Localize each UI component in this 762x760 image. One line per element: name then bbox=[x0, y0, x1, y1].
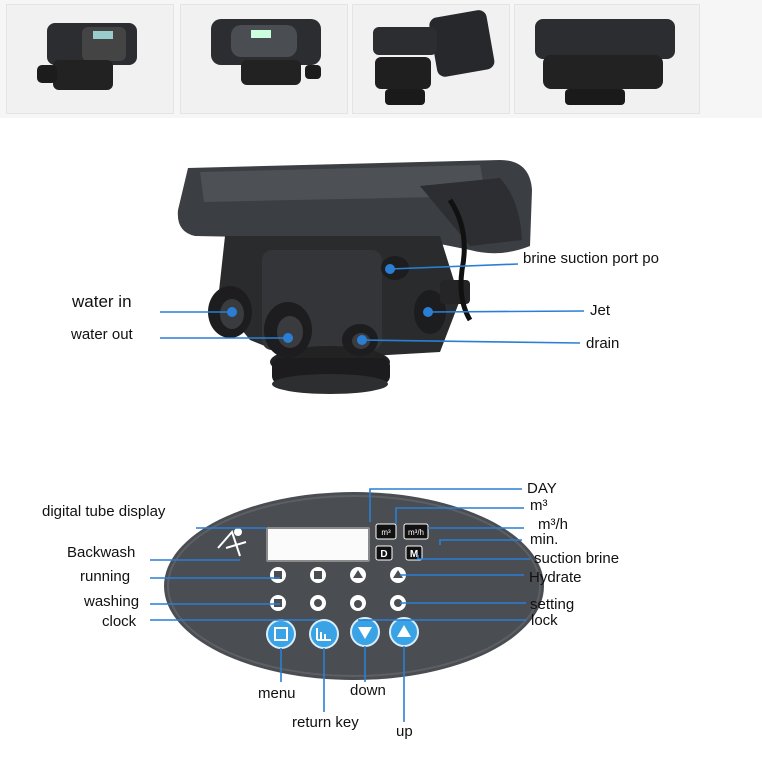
digital-tube-display-label: digital tube display bbox=[42, 503, 166, 520]
return-key-label: return key bbox=[292, 714, 359, 731]
menu-label: menu bbox=[258, 685, 296, 702]
lock-label: lock bbox=[531, 612, 558, 629]
control-panel bbox=[164, 492, 544, 680]
hydrate-label: Hydrate bbox=[529, 569, 582, 586]
min-indicator: M bbox=[410, 549, 418, 560]
washing-label: washing bbox=[84, 593, 140, 610]
up-label: up bbox=[396, 723, 413, 740]
setting-label: setting bbox=[530, 596, 575, 613]
jet-label: Jet bbox=[590, 302, 611, 319]
backwash-label: Backwash bbox=[67, 544, 136, 561]
clock-label: clock bbox=[102, 613, 137, 630]
m3h-indicator: m³/h bbox=[408, 528, 424, 537]
water-in-label: water in bbox=[72, 292, 132, 311]
thumbnail-2[interactable] bbox=[180, 4, 348, 114]
suction-brine-label: suction brine bbox=[534, 550, 620, 567]
thumbnail-1[interactable] bbox=[6, 4, 174, 114]
day-indicator: D bbox=[380, 549, 387, 560]
digital-tube-display bbox=[266, 527, 370, 562]
m3-label: m³ bbox=[530, 497, 548, 514]
day-label: DAY bbox=[527, 480, 557, 497]
water-out-label: water out bbox=[71, 326, 133, 343]
thumbnail-4[interactable] bbox=[514, 4, 700, 114]
valve-leader-lines bbox=[160, 263, 585, 344]
panel-leader-lines bbox=[150, 488, 530, 722]
product-thumbnail-strip bbox=[0, 0, 762, 118]
down-label: down bbox=[350, 682, 386, 699]
running-label: running bbox=[80, 568, 131, 585]
thumbnail-3[interactable] bbox=[352, 4, 510, 114]
brine-suction-port-label: brine suction port po bbox=[523, 250, 659, 267]
min-label: min. bbox=[530, 531, 559, 548]
brand-logo-icon bbox=[217, 528, 247, 557]
indicator-boxes bbox=[375, 523, 429, 561]
drain-label: drain bbox=[586, 335, 620, 352]
m3-indicator: m³ bbox=[381, 528, 391, 537]
panel-buttons bbox=[266, 617, 419, 649]
m3h-label: m³/h bbox=[538, 516, 568, 533]
